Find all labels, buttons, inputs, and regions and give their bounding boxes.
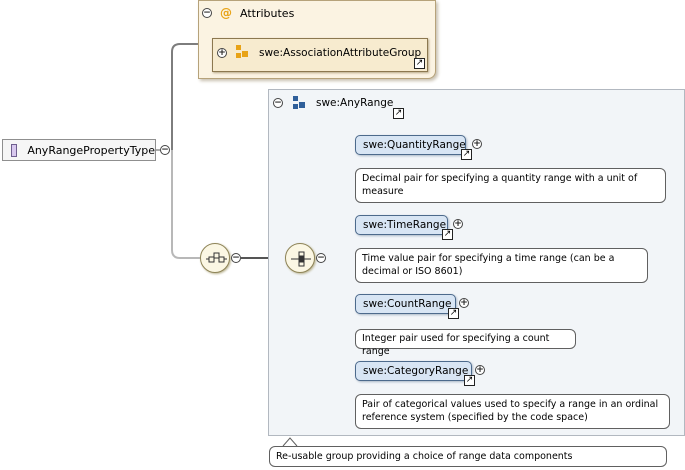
quantity-range-expand-toggle[interactable]: + [472,139,482,149]
sequence-collapse-toggle[interactable]: − [231,253,241,263]
attributes-collapse-toggle[interactable]: − [202,8,212,18]
anyrange-collapse-toggle[interactable]: − [273,98,283,108]
root-collapse-toggle[interactable]: − [160,145,170,155]
root-type-label: AnyRangePropertyType [27,143,155,157]
attributes-title: Attributes [240,7,295,20]
attribute-group-expand-toggle[interactable]: + [217,48,227,58]
attribute-group-link-icon[interactable]: ↗ [414,58,425,69]
attribute-group-label: swe:AssociationAttributeGroup [259,47,422,59]
time-range-link-icon[interactable]: ↗ [442,229,453,240]
anyrange-label: swe:AnyRange [316,97,394,109]
group-icon [293,96,305,109]
attribute-group-icon [236,45,248,58]
element-time-range[interactable]: swe:TimeRange [355,215,448,235]
element-label: swe:QuantityRange [363,139,466,151]
element-label: swe:TimeRange [363,219,447,231]
complex-type-icon [11,143,18,157]
element-label: swe:CategoryRange [363,365,469,377]
element-label: swe:CountRange [363,298,452,310]
element-count-range[interactable]: swe:CountRange [355,294,456,314]
choice-compositor[interactable] [285,243,315,273]
category-range-description: Pair of categorical values used to speci… [355,394,670,429]
count-range-description: Integer pair used for specifying a count… [355,329,576,357]
attribute-at-icon: @ [220,6,232,20]
group-description: Re-usable group providing a choice of ra… [269,446,667,467]
element-quantity-range[interactable]: swe:QuantityRange [355,135,466,155]
category-range-link-icon[interactable]: ↗ [464,375,475,386]
sequence-compositor[interactable] [200,243,230,273]
element-category-range[interactable]: swe:CategoryRange [355,361,472,381]
count-range-expand-toggle[interactable]: + [459,298,469,308]
choice-collapse-toggle[interactable]: − [316,253,326,263]
anyrange-link-icon[interactable]: ↗ [393,108,404,119]
quantity-range-link-icon[interactable]: ↗ [461,149,472,160]
count-range-link-icon[interactable]: ↗ [448,308,459,319]
time-range-expand-toggle[interactable]: + [453,219,463,229]
time-range-description: Time value pair for specifying a time ra… [355,248,648,283]
quantity-range-description: Decimal pair for specifying a quantity r… [355,168,666,203]
category-range-expand-toggle[interactable]: + [475,365,485,375]
root-type-box[interactable]: AnyRangePropertyType [2,139,156,161]
